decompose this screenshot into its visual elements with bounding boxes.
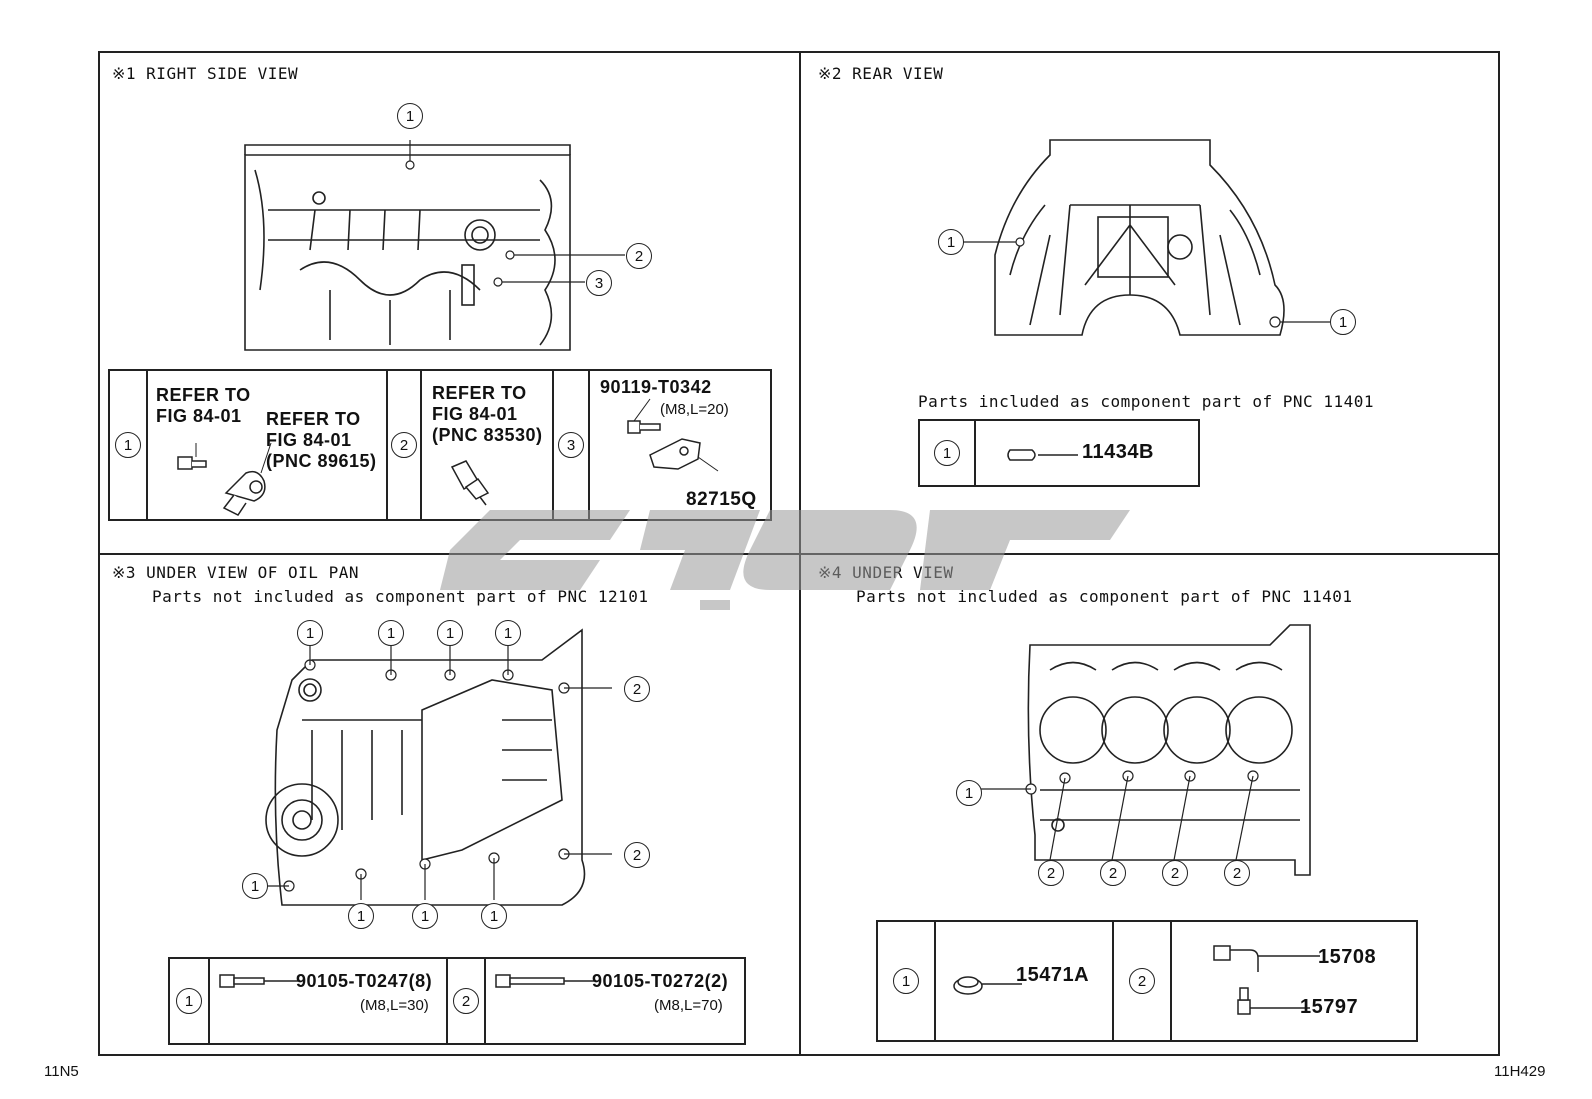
row-3-key: 3 <box>554 371 590 519</box>
panel-3-title: ※3 UNDER VIEW OF OIL PAN <box>112 563 359 582</box>
row-3-content: 90119-T0342 (M8,L=20) 82715Q <box>590 371 770 519</box>
bolt-icon <box>219 974 298 988</box>
callout-1: 1 <box>1330 309 1356 335</box>
right-side-view-drawing <box>244 140 625 351</box>
part-number-90105-t0247: 90105-T0247(8) <box>296 971 433 991</box>
row-2-key: 2 <box>388 371 422 519</box>
block-under-view-drawing <box>980 624 1311 876</box>
part-number-90105-t0272: 90105-T0272(2) <box>592 971 729 991</box>
part-number-15708: 15708 <box>1318 946 1377 968</box>
part-number-11434b: 11434B <box>1082 441 1154 463</box>
callout-1: 1 <box>495 620 521 646</box>
part-number-15471a: 15471A <box>1016 964 1090 986</box>
row-1-key: 1 <box>920 421 976 485</box>
row-2-content: 90105-T0272(2) (M8,L=70) <box>486 959 744 1043</box>
callout-1: 1 <box>348 903 374 929</box>
bolt-spec-2: (M8,L=70) <box>654 997 723 1014</box>
callout-2: 2 <box>1224 860 1250 886</box>
row-1-key: 1 <box>170 959 210 1043</box>
row-2-content: REFER TO FIG 84-01 (PNC 83530) <box>422 371 554 519</box>
callout-1: 1 <box>437 620 463 646</box>
callout-2: 2 <box>624 842 650 868</box>
rear-view-drawing <box>950 139 1330 336</box>
parts-table-oil-pan: 1 90105-T0247(8) (M8,L=30) 2 90105-T0272… <box>168 957 746 1045</box>
callout-1: 1 <box>378 620 404 646</box>
parts-table-rear: 1 11434B <box>918 419 1200 487</box>
row-1-content: REFER TO FIG 84-01 REFER TO FIG 84-01 (P… <box>148 371 388 519</box>
callout-1: 1 <box>956 780 982 806</box>
long-bolt-icon <box>495 974 594 988</box>
callout-1: 1 <box>412 903 438 929</box>
callout-2: 2 <box>626 243 652 269</box>
row-1-content: 90105-T0247(8) (M8,L=30) <box>210 959 448 1043</box>
row-1-content: 11434B <box>976 421 1198 485</box>
row-2-content: 15708 15797 <box>1172 922 1416 1040</box>
parts-table-under-view: 1 15471A 2 15708 15797 <box>876 920 1418 1042</box>
panel-2-note: Parts included as component part of PNC … <box>918 392 1374 411</box>
panel-3-note: Parts not included as component part of … <box>152 587 649 606</box>
bolt-spec: (M8,L=20) <box>660 401 729 418</box>
callout-1: 1 <box>481 903 507 929</box>
refer-fig-label-b: REFER TO FIG 84-01 (PNC 89615) <box>266 409 377 471</box>
panel-4-note: Parts not included as component part of … <box>856 587 1353 606</box>
bolt-spec-1: (M8,L=30) <box>360 997 429 1014</box>
oil-jet-and-bolt-icon <box>1213 945 1320 1015</box>
part-number-90119-t0342: 90119-T0342 <box>600 377 712 397</box>
footer-left-code: 11N5 <box>44 1063 79 1080</box>
panel-divider-horizontal <box>98 553 1500 555</box>
callout-2: 2 <box>1100 860 1126 886</box>
part-number-82715q: 82715Q <box>686 489 757 510</box>
part-number-15797: 15797 <box>1300 996 1359 1018</box>
dowel-pin-icon <box>1007 449 1078 461</box>
plug-icon <box>953 976 1022 995</box>
footer-right-code: 11H429 <box>1494 1063 1546 1080</box>
row-2-key: 2 <box>448 959 486 1043</box>
row-1-key: 1 <box>878 922 936 1040</box>
callout-2: 2 <box>624 676 650 702</box>
oil-pressure-switch-icon <box>450 460 490 506</box>
callout-1: 1 <box>397 103 423 129</box>
panel-2-title: ※2 REAR VIEW <box>818 64 944 83</box>
callout-3: 3 <box>586 270 612 296</box>
row-1-key: 1 <box>110 371 148 519</box>
panel-1-title: ※1 RIGHT SIDE VIEW <box>112 64 299 83</box>
callout-1: 1 <box>297 620 323 646</box>
row-2-key: 2 <box>1114 922 1172 1040</box>
callout-1: 1 <box>242 873 268 899</box>
bolt-and-bracket-icon <box>627 398 719 472</box>
callout-1: 1 <box>938 229 964 255</box>
panel-4-title: ※4 UNDER VIEW <box>818 563 954 582</box>
parts-table-right-side: 1 REFER TO FIG 84-01 REFER TO FIG 84-01 … <box>108 369 772 521</box>
callout-2: 2 <box>1038 860 1064 886</box>
bolt-and-sensor-icon <box>177 442 272 516</box>
refer-fig-label-c: REFER TO FIG 84-01 (PNC 83530) <box>432 383 543 445</box>
oil-pan-under-view-drawing <box>262 628 612 906</box>
row-1-content: 15471A <box>936 922 1114 1040</box>
refer-fig-label-a: REFER TO FIG 84-01 <box>156 385 251 426</box>
callout-2: 2 <box>1162 860 1188 886</box>
